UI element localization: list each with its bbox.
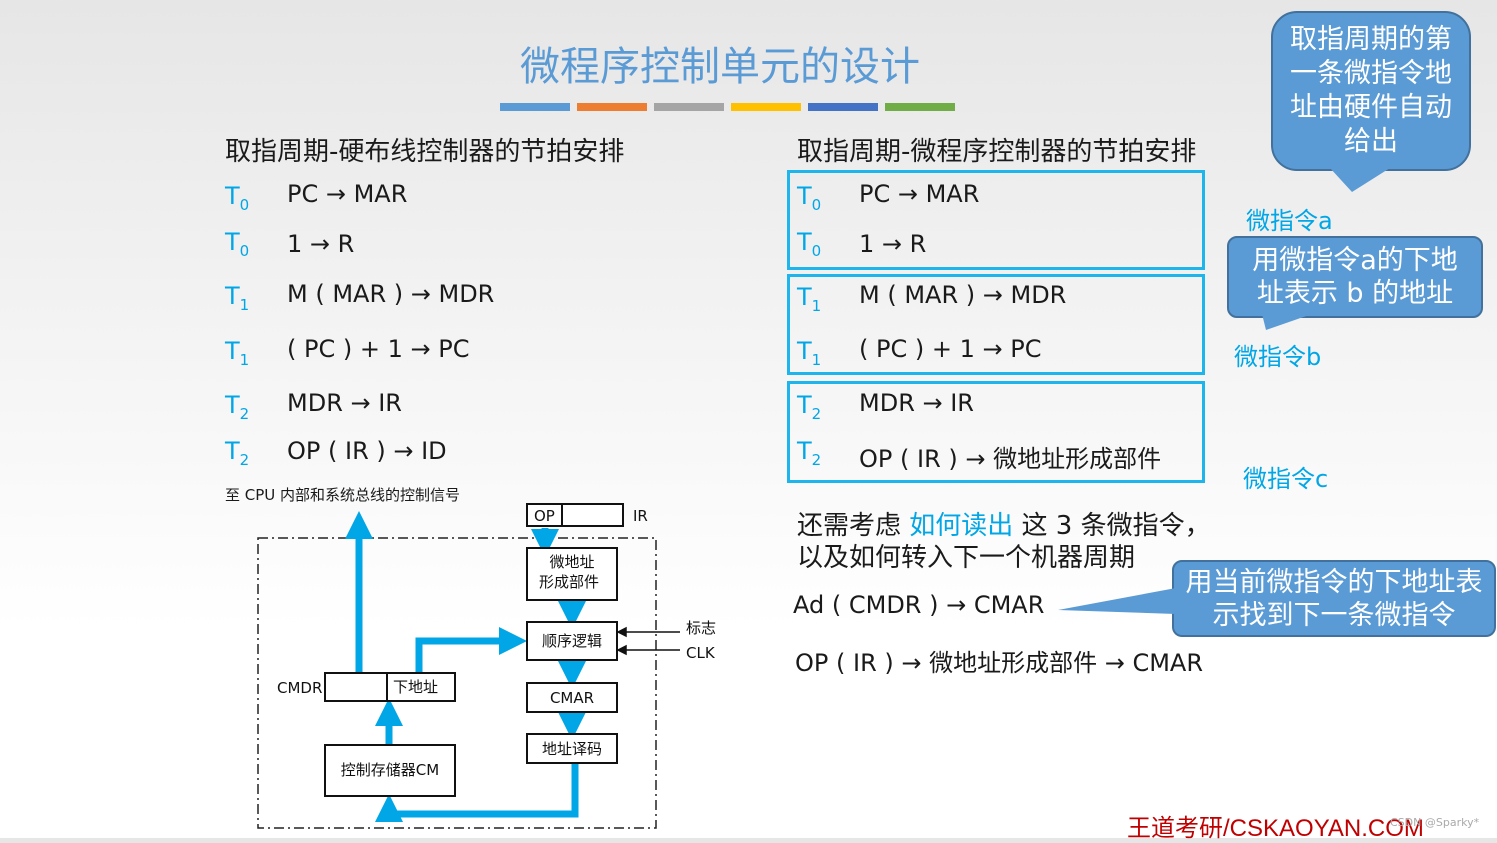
decoder-label: 地址译码 (542, 740, 602, 758)
left-t-2: T1 (225, 282, 250, 314)
left-step-5: OP ( IR ) → ID (287, 437, 447, 465)
left-step-0: PC → MAR (287, 180, 408, 208)
diagram-top-label: 至 CPU 内部和系统总线的控制信号 (225, 486, 461, 504)
control-memory-label: 控制存储器CM (341, 761, 439, 779)
right-step-0: PC → MAR (859, 180, 980, 208)
micro-a-box (787, 170, 1205, 270)
next-address-label: 下地址 (393, 678, 438, 696)
sequence-logic (526, 621, 618, 661)
callout-2-text: 用微指令a的下地址表示 b 的地址 (1252, 245, 1458, 309)
right-step-1: 1 → R (859, 230, 927, 258)
right-step-4: MDR → IR (859, 389, 974, 417)
clk-label: CLK (686, 644, 716, 662)
note-line-2: 以及如何转入下一个机器周期 (797, 543, 1136, 573)
title-bar-gray (654, 103, 724, 111)
page-title: 微程序控制单元的设计 (520, 44, 920, 90)
callout-3-pointer (1058, 588, 1176, 614)
note-op-ir: OP ( IR ) → 微地址形成部件 → CMAR (795, 649, 1204, 677)
right-t-4: T2 (797, 391, 822, 423)
cmar-register (526, 682, 618, 713)
micro-c-box (787, 381, 1205, 483)
left-step-4: MDR → IR (287, 389, 402, 417)
micro-instruction-a-label: 微指令a (1246, 207, 1333, 235)
address-decoder (526, 733, 618, 764)
flag-label: 标志 (686, 619, 716, 637)
left-step-3: ( PC ) + 1 → PC (287, 335, 470, 363)
arrow-decode-to-cm (375, 764, 579, 822)
callout-1-text: 取指周期的第一条微指令地址由硬件自动给出 (1290, 24, 1452, 157)
callout-next-address-b: 用微指令a的下地址表示 b 的地址 (1227, 236, 1483, 318)
cmdr-label: CMDR (277, 679, 322, 697)
cmdr-register (324, 672, 456, 702)
left-t-5: T2 (225, 437, 250, 469)
micro-instruction-c-label: 微指令c (1243, 465, 1329, 493)
right-step-3: ( PC ) + 1 → PC (859, 335, 1042, 363)
title-bar-yellow (731, 103, 801, 111)
right-t-1: T0 (797, 228, 822, 260)
callout-3-text: 用当前微指令的下地址表示找到下一条微指令 (1185, 567, 1483, 631)
title-bar-green (885, 103, 955, 111)
micro-address-label-2: 形成部件 (539, 573, 599, 591)
left-t-1: T0 (225, 228, 250, 260)
micro-address-label-1: 微地址 (549, 553, 594, 571)
blue-flow-arrows (345, 511, 586, 822)
diagram-dashed-border (257, 537, 657, 829)
sequence-logic-label: 顺序逻辑 (542, 632, 602, 650)
right-t-3: T1 (797, 337, 822, 369)
title-bar-blue (500, 103, 570, 111)
right-step-5: OP ( IR ) → 微地址形成部件 (859, 445, 1162, 473)
callout-current-micro-instruction: 用当前微指令的下地址表示找到下一条微指令 (1172, 560, 1496, 637)
callout-first-micro-instruction: 取指周期的第一条微指令地址由硬件自动给出 (1271, 11, 1471, 171)
op-ir-register (526, 503, 624, 527)
control-memory (324, 744, 456, 797)
left-heading: 取指周期-硬布线控制器的节拍安排 (225, 137, 625, 167)
title-bar-orange (577, 103, 647, 111)
left-step-2: M ( MAR ) → MDR (287, 280, 495, 308)
note-ad-cmdr: Ad ( CMDR ) → CMAR (793, 591, 1045, 619)
cmar-label: CMAR (550, 689, 594, 707)
title-bar-darkblue (808, 103, 878, 111)
micro-b-box (787, 274, 1205, 375)
micro-address-unit (526, 547, 618, 601)
arrow-nextaddr-to-seq (415, 627, 527, 672)
left-t-3: T1 (225, 337, 250, 369)
callout-2-pointer (1262, 314, 1312, 330)
right-step-2: M ( MAR ) → MDR (859, 281, 1067, 309)
right-heading: 取指周期-微程序控制器的节拍安排 (797, 137, 1197, 167)
note-highlight: 如何读出 (909, 511, 1014, 541)
left-t-4: T2 (225, 391, 250, 423)
right-t-0: T0 (797, 182, 822, 214)
ir-label: IR (633, 507, 648, 525)
footer-watermark: CSDN @Sparky* (1390, 816, 1480, 829)
left-step-1: 1 → R (287, 230, 355, 258)
left-t-0: T0 (225, 182, 250, 214)
note-line-1: 还需考虑 如何读出 这 3 条微指令， (797, 511, 1211, 541)
micro-instruction-b-label: 微指令b (1234, 343, 1322, 371)
callout-1-pointer (1330, 168, 1390, 192)
op-label: OP (534, 507, 555, 525)
right-t-2: T1 (797, 283, 822, 315)
right-t-5: T2 (797, 437, 822, 469)
